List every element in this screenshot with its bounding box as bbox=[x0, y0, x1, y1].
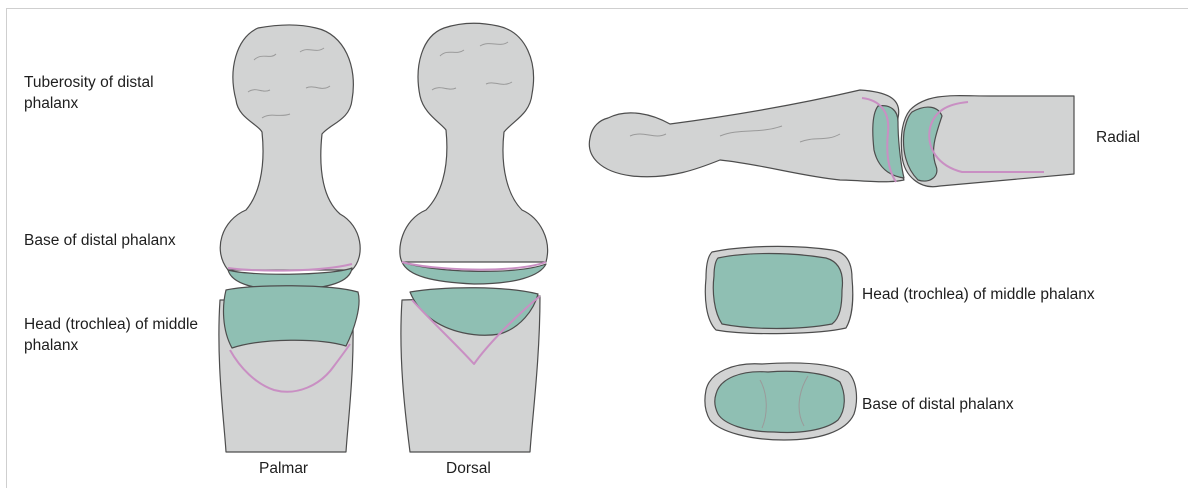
base-cartilage-surface bbox=[715, 371, 845, 432]
label-radial: Radial bbox=[1096, 127, 1140, 148]
head-cartilage-surface bbox=[713, 254, 842, 329]
radial-distal-phalanx bbox=[589, 90, 904, 182]
label-base-of-distal-phalanx-left: Base of distal phalanx bbox=[24, 230, 184, 251]
radial-view bbox=[589, 90, 1074, 187]
dorsal-distal-phalanx bbox=[400, 23, 548, 262]
articular-surfaces bbox=[705, 246, 857, 440]
dorsal-view bbox=[400, 23, 548, 452]
label-tuberosity: Tuberosity of distal phalanx bbox=[24, 72, 204, 114]
palmar-view bbox=[219, 25, 360, 452]
label-dorsal: Dorsal bbox=[446, 458, 491, 479]
label-palmar: Palmar bbox=[259, 458, 308, 479]
label-base-of-distal-phalanx-right: Base of distal phalanx bbox=[862, 394, 1014, 415]
palmar-middle-head-cartilage bbox=[224, 286, 360, 348]
label-head-of-middle-phalanx-left: Head (trochlea) of middle phalanx bbox=[24, 314, 214, 356]
palmar-distal-phalanx bbox=[220, 25, 360, 270]
label-head-of-middle-phalanx-right: Head (trochlea) of middle phalanx bbox=[862, 284, 1095, 305]
